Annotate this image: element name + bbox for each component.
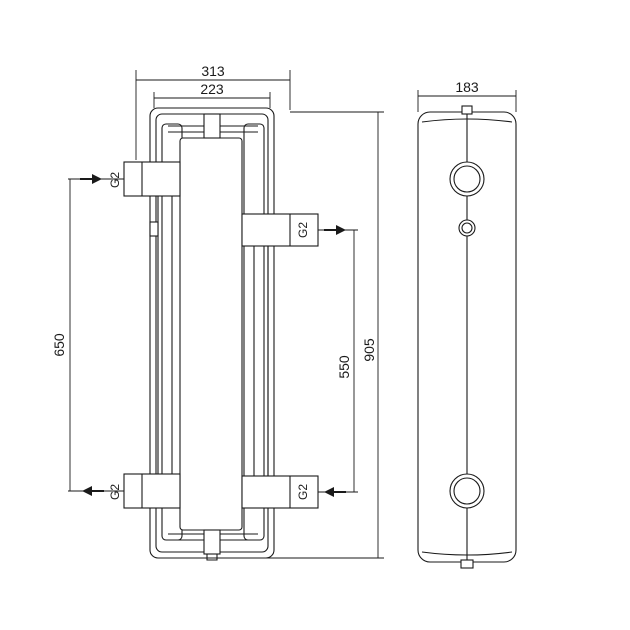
side-port-upper-inner: [453, 165, 481, 193]
side-port-lower-inner: [453, 477, 481, 505]
side-bottom-plug: [460, 559, 474, 569]
side-port-lower-outer: [449, 473, 485, 509]
port-label-bottom-right: G2: [296, 484, 310, 500]
insulation-shell-outer: [149, 107, 275, 559]
left-nipple-bottom: [123, 473, 181, 509]
dim-overall-height: 905: [361, 338, 377, 362]
top-plug: [203, 113, 221, 139]
front-view: [123, 107, 319, 561]
separator-body: [179, 137, 243, 531]
mounting-clip: [149, 221, 159, 237]
side-top-plug: [461, 105, 473, 115]
bottom-plug: [203, 529, 221, 555]
side-sensor-inner: [461, 222, 473, 234]
dimension-lines: [68, 70, 517, 559]
right-nipple-top: [241, 213, 319, 247]
side-sensor-outer: [458, 219, 476, 237]
pipe-right: [253, 233, 269, 481]
pipe-left: [157, 177, 173, 479]
side-port-upper-outer: [449, 161, 485, 197]
dim-inlet-spacing: 650: [51, 333, 67, 357]
bottom-plug-tip: [206, 554, 218, 561]
dim-overall-width: 313: [201, 63, 225, 79]
dim-inner-width: 223: [200, 81, 224, 97]
dim-outlet-spacing: 550: [336, 355, 352, 379]
left-nipple-top: [123, 161, 181, 197]
port-label-top-left: G2: [108, 172, 122, 188]
dim-side-depth: 183: [455, 79, 479, 95]
side-view: [417, 105, 517, 569]
port-label-bottom-left: G2: [108, 484, 122, 500]
port-label-top-right: G2: [296, 222, 310, 238]
